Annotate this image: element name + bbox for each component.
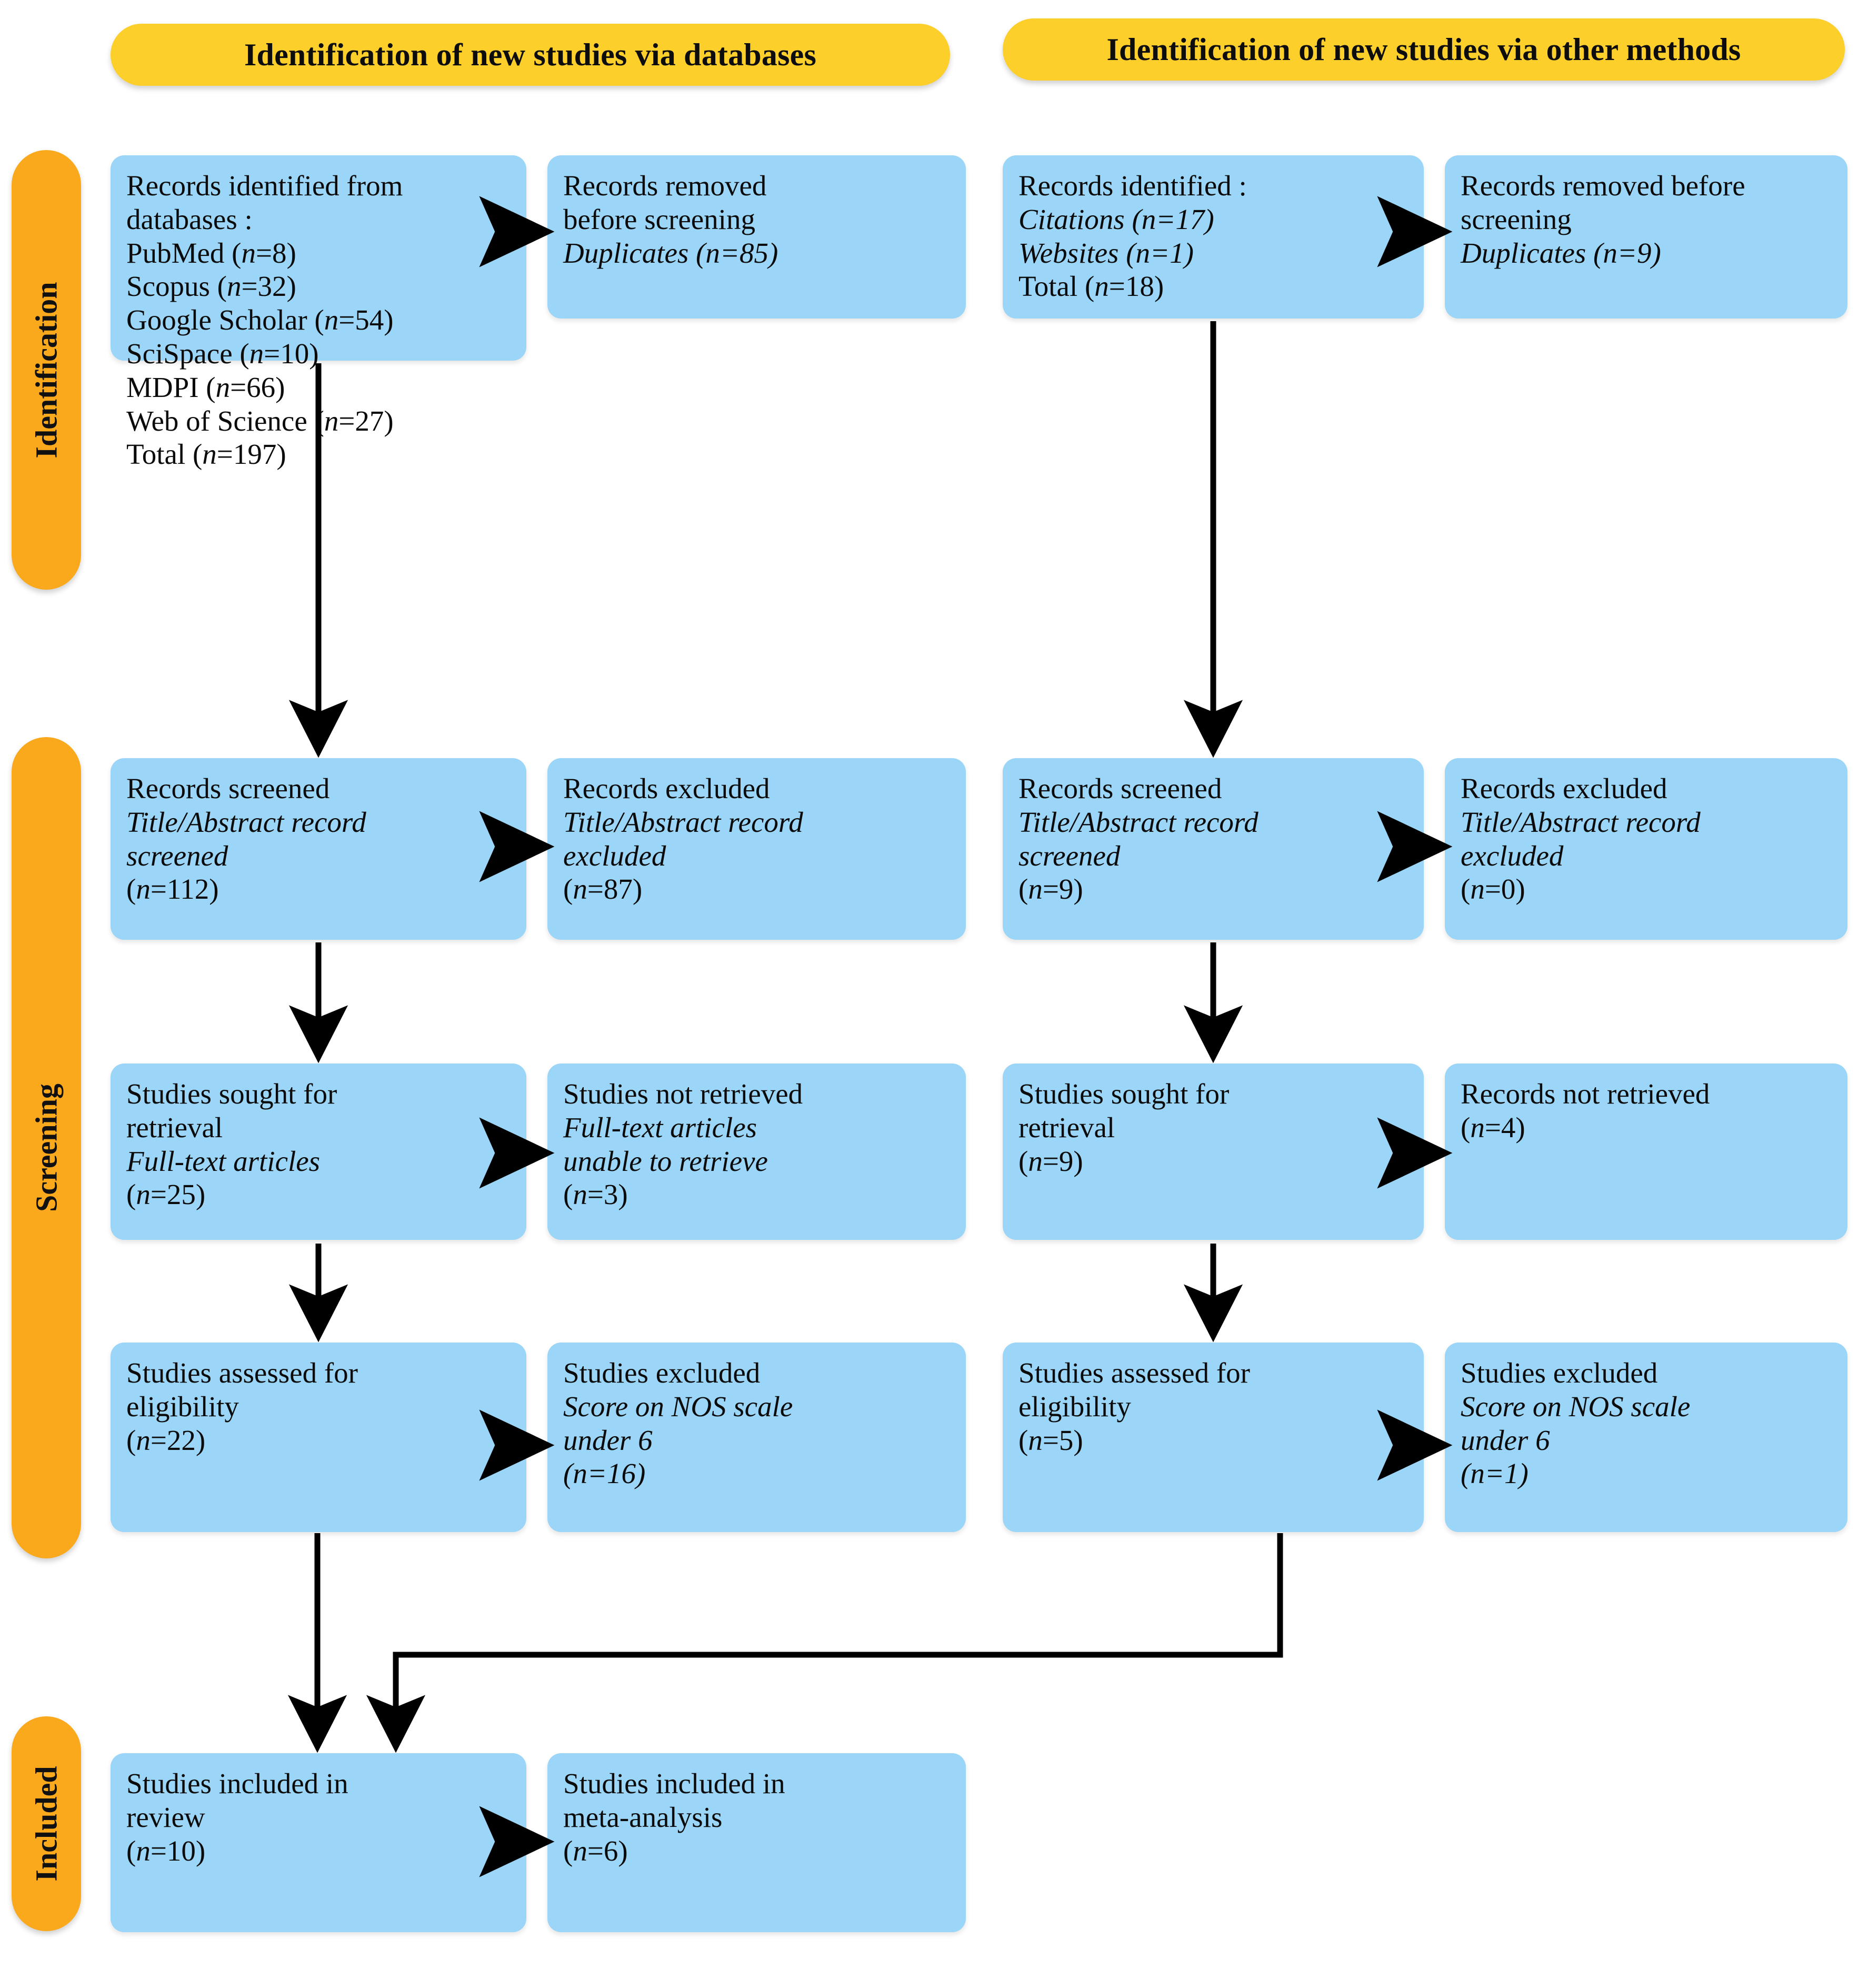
box-line: Title/Abstract record bbox=[1018, 806, 1258, 838]
stage-bar-included: Included bbox=[12, 1716, 81, 1931]
header-bar-databases-label: Identification of new studies via databa… bbox=[244, 37, 817, 72]
box-line: Studies sought for bbox=[1018, 1078, 1230, 1110]
box-line: meta-analysis bbox=[563, 1801, 723, 1833]
box-studies-excluded-databases: Studies excluded Score on NOS scale unde… bbox=[547, 1343, 966, 1532]
box-line: (n=5) bbox=[1018, 1424, 1083, 1456]
box-line: (n=4) bbox=[1461, 1111, 1525, 1144]
box-line: Duplicates (n=9) bbox=[1461, 236, 1661, 269]
box-line: Web of Science (n=27) bbox=[126, 404, 394, 437]
box-line: PubMed (n=8) bbox=[126, 236, 296, 269]
box-line: Total (n=197) bbox=[126, 438, 286, 471]
box-line: Records excluded bbox=[1461, 772, 1667, 804]
header-bar-databases: Identification of new studies via databa… bbox=[111, 24, 950, 86]
box-line: screening bbox=[1461, 203, 1572, 235]
box-line: review bbox=[126, 1801, 205, 1833]
stage-bar-screening-label: Screening bbox=[29, 1084, 64, 1212]
box-line: Studies excluded bbox=[563, 1357, 761, 1389]
box-line: under 6 bbox=[563, 1424, 653, 1456]
box-line: Records removed bbox=[563, 170, 767, 202]
box-line: Records not retrieved bbox=[1461, 1078, 1710, 1110]
box-line: Title/Abstract record bbox=[1461, 806, 1701, 838]
header-bar-other-methods: Identification of new studies via other … bbox=[1003, 18, 1845, 81]
box-line: retrieval bbox=[126, 1111, 223, 1144]
box-line: Records removed before bbox=[1461, 170, 1745, 202]
box-studies-assessed-databases: Studies assessed for eligibility (n=22) bbox=[111, 1343, 526, 1532]
box-line: (n=22) bbox=[126, 1424, 206, 1456]
stage-bar-included-label: Included bbox=[29, 1766, 64, 1882]
box-line: Studies not retrieved bbox=[563, 1078, 803, 1110]
box-line: unable to retrieve bbox=[563, 1145, 768, 1177]
box-line: (n=112) bbox=[126, 873, 219, 906]
box-line: Full-text articles bbox=[126, 1145, 321, 1177]
box-records-identified-databases: Records identified from databases : PubM… bbox=[111, 155, 526, 470]
box-line: (n=6) bbox=[563, 1834, 628, 1867]
box-line: Duplicates (n=85) bbox=[563, 236, 778, 269]
box-line: eligibility bbox=[126, 1390, 239, 1423]
box-line: Full-text articles bbox=[563, 1111, 757, 1144]
box-records-screened-other: Records screened Title/Abstract record s… bbox=[1003, 758, 1424, 940]
box-line: databases : bbox=[126, 203, 253, 235]
header-bar-other-methods-label: Identification of new studies via other … bbox=[1106, 32, 1741, 67]
box-line: Score on NOS scale bbox=[1461, 1390, 1691, 1423]
box-line: Websites (n=1) bbox=[1018, 236, 1194, 269]
box-line: retrieval bbox=[1018, 1111, 1115, 1144]
box-line: before screening bbox=[563, 203, 755, 235]
box-studies-sought-other: Studies sought for retrieval (n=9) bbox=[1003, 1063, 1424, 1240]
box-line: (n=87) bbox=[563, 873, 643, 906]
box-line: excluded bbox=[563, 839, 666, 872]
box-line: (n=9) bbox=[1018, 873, 1083, 906]
box-records-not-retrieved-other: Records not retrieved (n=4) bbox=[1445, 1063, 1847, 1240]
box-line: screened bbox=[1018, 839, 1121, 872]
box-line: screened bbox=[126, 839, 228, 872]
box-line: excluded bbox=[1461, 839, 1564, 872]
box-line: Total (n=18) bbox=[1018, 270, 1164, 303]
box-line: Title/Abstract record bbox=[126, 806, 366, 838]
box-line: (n=3) bbox=[563, 1178, 628, 1211]
box-line: Studies assessed for bbox=[1018, 1357, 1250, 1389]
box-line: SciSpace (n=10) bbox=[126, 337, 319, 370]
box-studies-assessed-other: Studies assessed for eligibility (n=5) bbox=[1003, 1343, 1424, 1532]
box-line: Studies assessed for bbox=[126, 1357, 358, 1389]
box-line: under 6 bbox=[1461, 1424, 1550, 1456]
box-records-screened-databases: Records screened Title/Abstract record s… bbox=[111, 758, 526, 940]
box-line: Records excluded bbox=[563, 772, 770, 804]
box-records-excluded-other: Records excluded Title/Abstract record e… bbox=[1445, 758, 1847, 940]
box-line: Records screened bbox=[1018, 772, 1222, 804]
box-records-removed-other: Records removed before screening Duplica… bbox=[1445, 155, 1847, 319]
box-line: Scopus (n=32) bbox=[126, 270, 296, 303]
box-line: Citations (n=17) bbox=[1018, 203, 1214, 235]
box-studies-excluded-other: Studies excluded Score on NOS scale unde… bbox=[1445, 1343, 1847, 1532]
box-studies-not-retrieved-databases: Studies not retrieved Full-text articles… bbox=[547, 1063, 966, 1240]
connector-other-assessed-to-included bbox=[366, 1533, 1283, 1753]
box-studies-sought-databases: Studies sought for retrieval Full-text a… bbox=[111, 1063, 526, 1240]
box-line: (n=25) bbox=[126, 1178, 206, 1211]
box-records-removed-databases: Records removed before screening Duplica… bbox=[547, 155, 966, 319]
box-line: (n=0) bbox=[1461, 873, 1525, 906]
box-line: Score on NOS scale bbox=[563, 1390, 793, 1423]
box-line: (n=10) bbox=[126, 1834, 206, 1867]
box-studies-included-review: Studies included in review (n=10) bbox=[111, 1753, 526, 1932]
box-line: (n=9) bbox=[1018, 1145, 1083, 1177]
box-line: eligibility bbox=[1018, 1390, 1131, 1423]
box-line: Title/Abstract record bbox=[563, 806, 803, 838]
box-records-identified-other: Records identified : Citations (n=17) We… bbox=[1003, 155, 1424, 319]
box-line: Studies excluded bbox=[1461, 1357, 1658, 1389]
box-records-excluded-databases: Records excluded Title/Abstract record e… bbox=[547, 758, 966, 940]
box-line: Records screened bbox=[126, 772, 330, 804]
stage-bar-identification-label: Identification bbox=[29, 281, 64, 459]
box-line: Records identified : bbox=[1018, 170, 1247, 202]
box-line: (n=1) bbox=[1461, 1457, 1529, 1490]
box-line: Studies included in bbox=[563, 1767, 785, 1800]
box-line: Google Scholar (n=54) bbox=[126, 304, 394, 336]
box-line: Records identified from bbox=[126, 170, 403, 202]
box-studies-included-meta-analysis: Studies included in meta-analysis (n=6) bbox=[547, 1753, 966, 1932]
box-line: (n=16) bbox=[563, 1457, 646, 1490]
stage-bar-screening: Screening bbox=[12, 737, 81, 1558]
stage-bar-identification: Identification bbox=[12, 150, 81, 590]
box-line: MDPI (n=66) bbox=[126, 371, 285, 403]
box-line: Studies included in bbox=[126, 1767, 348, 1800]
box-line: Studies sought for bbox=[126, 1078, 337, 1110]
